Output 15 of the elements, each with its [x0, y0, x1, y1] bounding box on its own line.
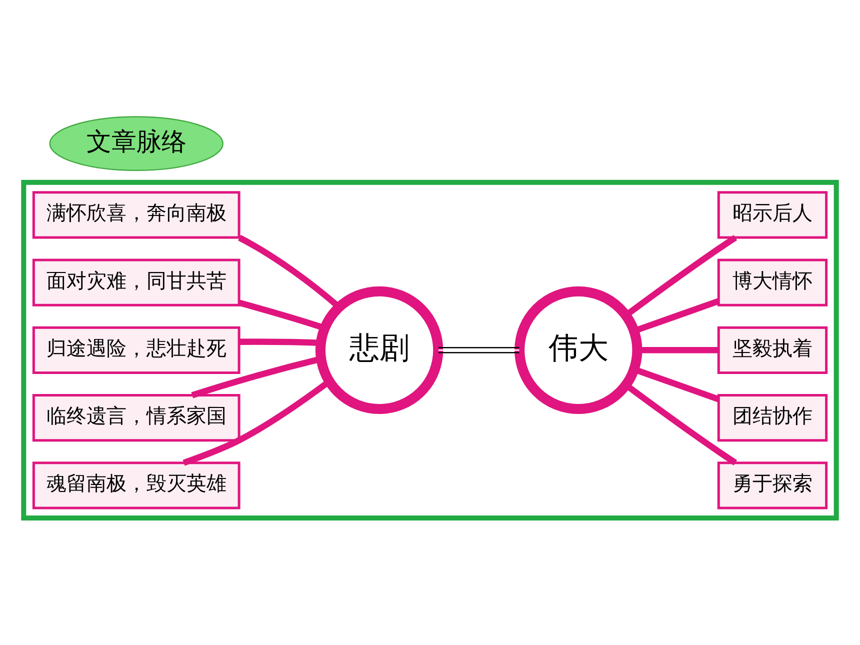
node-box: 昭示后人 — [717, 191, 828, 239]
cluster — [21, 180, 839, 520]
node-box: 勇于探索 — [717, 462, 828, 510]
node-box: 归途遇险，悲壮赴死 — [32, 326, 240, 374]
node-box: 魂留南极，毁灭英雄 — [32, 462, 240, 510]
node-box: 满怀欣喜，奔向南极 — [32, 191, 240, 239]
node-box: 临终遗言，情系家国 — [32, 394, 240, 442]
node-box: 团结协作 — [717, 394, 828, 442]
connector — [438, 347, 520, 354]
node-ellipse: 文章脉络 — [49, 116, 224, 172]
node-box: 面对灾难，同甘共苦 — [32, 258, 240, 306]
node-circle: 悲剧 — [315, 286, 444, 414]
node-circle: 伟大 — [514, 286, 642, 414]
node-box: 博大情怀 — [717, 258, 828, 306]
node-box: 坚毅执着 — [717, 326, 828, 374]
